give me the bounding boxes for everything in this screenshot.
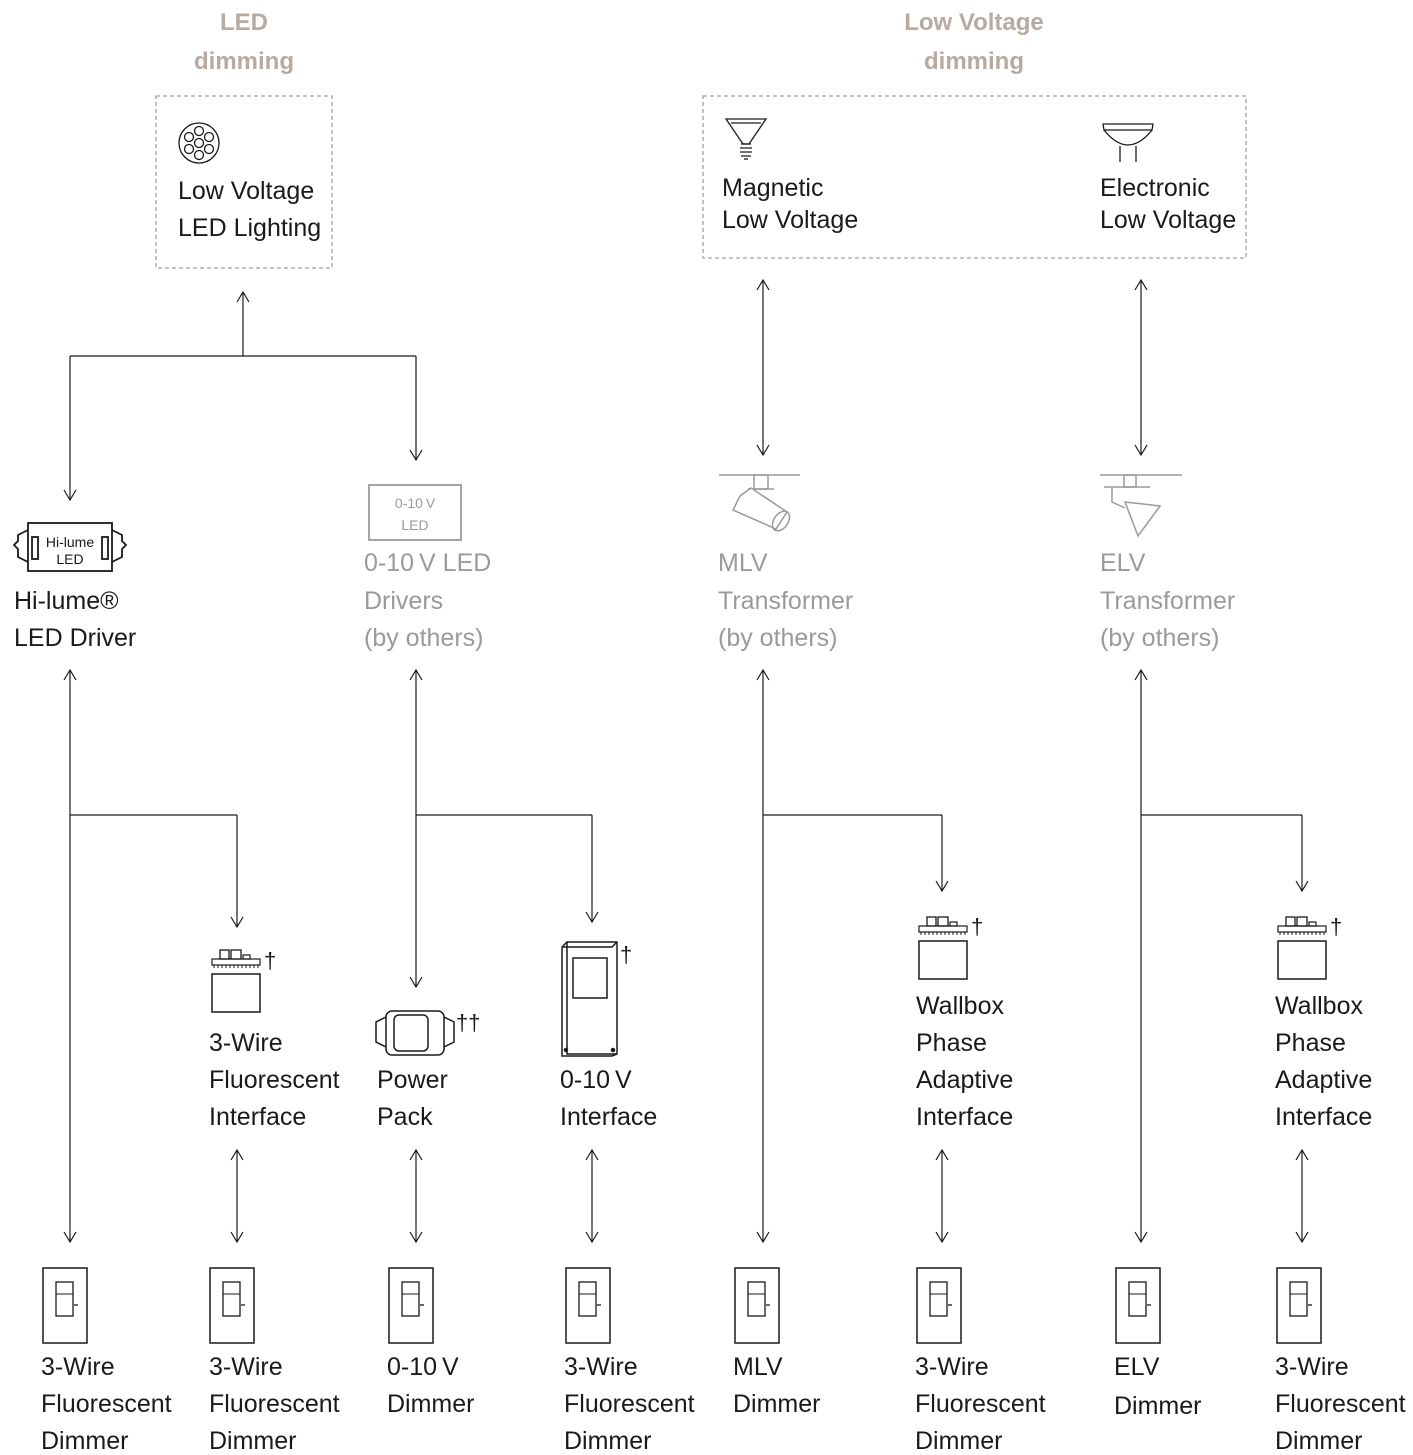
mlv-transformer-label-line1: MLV [718, 549, 768, 577]
interface-010-mark: † [620, 942, 632, 967]
hilume-driver-icon-text-line2: LED [56, 551, 83, 567]
dimmer-icon [565, 1267, 611, 1344]
dimmer-4-label-line2: Fluorescent [564, 1390, 695, 1418]
elv-transformer-label-line2: Transformer [1100, 587, 1235, 615]
led-array-icon [178, 122, 220, 164]
hilume-driver-label-line1: Hi-lume® [14, 587, 119, 615]
led-drivers-label-line3: (by others) [364, 624, 483, 652]
fluorescent-interface-label-line1: 3-Wire [209, 1029, 283, 1057]
phase-adaptive-1-label-line2: Phase [916, 1029, 987, 1057]
dimmer-8-label-line2: Fluorescent [1275, 1390, 1406, 1418]
electronic-load-label-line2: Low Voltage [1100, 206, 1236, 234]
dimmer-3-label-line2: Dimmer [387, 1390, 475, 1418]
dimmer-icon [388, 1267, 434, 1344]
connector-lines [63, 278, 1309, 1244]
hilume-driver-label-line2: LED Driver [14, 624, 136, 652]
led-drivers-label-line1: 0-10 V LED [364, 549, 491, 577]
fluorescent-interface-mark: † [264, 948, 276, 973]
dimmer-icon [734, 1267, 780, 1344]
led-driver-box-text-line1: 0-10 V [395, 495, 436, 511]
dimmer-2-label-line1: 3-Wire [209, 1353, 283, 1381]
mlv-transformer-label-line2: Transformer [718, 587, 853, 615]
low-voltage-dimming-heading-line1: Low Voltage [904, 9, 1044, 36]
electronic-load-label-line1: Electronic [1100, 174, 1210, 202]
dimmer-icon [42, 1267, 88, 1344]
led-driver-box-text-line2: LED [401, 517, 428, 533]
dimmer-icon [209, 1267, 255, 1344]
phase-adaptive-2-label-line1: Wallbox [1275, 992, 1363, 1020]
led-dimming-heading-line1: LED [220, 9, 268, 36]
dimmer-2-label-line2: Fluorescent [209, 1390, 340, 1418]
led-dimming-heading-line2: dimming [194, 48, 294, 75]
phase-adaptive-2-label-line4: Interface [1275, 1103, 1372, 1131]
dimmer-6-label-line2: Fluorescent [915, 1390, 1046, 1418]
dimmer-8-label-line1: 3-Wire [1275, 1353, 1349, 1381]
phase-adaptive-2-mark: † [1330, 914, 1342, 939]
dimmer-3-label-line1: 0-10 V [387, 1353, 459, 1381]
wallbox-interface-icon [1277, 916, 1327, 980]
elv-transformer-label-line1: ELV [1100, 549, 1146, 577]
wallbox-interface-icon [211, 949, 261, 1013]
power-pack-label-line1: Power [377, 1066, 448, 1094]
phase-adaptive-1-label-line3: Adaptive [916, 1066, 1013, 1094]
led-load-box [155, 95, 333, 269]
power-pack-label-line2: Pack [377, 1103, 433, 1131]
track-head-cylinder-icon [719, 474, 800, 532]
mr16-magnetic-lamp-icon [724, 118, 768, 160]
power-pack-mark: †† [456, 1010, 480, 1035]
dimmer-7-label-line2: Dimmer [1114, 1392, 1202, 1420]
power-pack-icon [375, 1010, 455, 1056]
dimmer-2-label-line3: Dimmer [209, 1427, 297, 1455]
low-voltage-dimming-heading-line2: dimming [924, 48, 1024, 75]
dimmer-7-label-line1: ELV [1114, 1353, 1160, 1381]
dimmer-4-label-line1: 3-Wire [564, 1353, 638, 1381]
led-driver-box-icon [368, 484, 462, 541]
magnetic-load-label-line2: Low Voltage [722, 206, 858, 234]
track-head-cone-icon [1100, 474, 1182, 538]
hilume-driver-icon [12, 522, 128, 572]
phase-adaptive-1-mark: † [971, 914, 983, 939]
fluorescent-interface-label-line3: Interface [209, 1103, 306, 1131]
dimmer-icon [1276, 1267, 1322, 1344]
dimmer-8-label-line3: Dimmer [1275, 1427, 1363, 1455]
dimmer-icon [1115, 1267, 1161, 1344]
dimmer-6-label-line3: Dimmer [915, 1427, 1003, 1455]
hilume-driver-icon-text-line1: Hi-lume [46, 534, 94, 550]
fluorescent-interface-label-line2: Fluorescent [209, 1066, 340, 1094]
interface-010-label-line1: 0-10 V [560, 1066, 632, 1094]
phase-adaptive-2-label-line3: Adaptive [1275, 1066, 1372, 1094]
elv-transformer-label-line3: (by others) [1100, 624, 1219, 652]
dimmer-1-label-line1: 3-Wire [41, 1353, 115, 1381]
interface-panel-icon [561, 941, 618, 1057]
wallbox-interface-icon [918, 916, 968, 980]
dimmer-1-label-line3: Dimmer [41, 1427, 129, 1455]
magnetic-load-label-line1: Magnetic [722, 174, 823, 202]
dimmer-6-label-line1: 3-Wire [915, 1353, 989, 1381]
phase-adaptive-1-label-line4: Interface [916, 1103, 1013, 1131]
led-drivers-label-line2: Drivers [364, 587, 443, 615]
dimmer-5-label-line1: MLV [733, 1353, 783, 1381]
low-voltage-load-box [702, 95, 1247, 259]
phase-adaptive-2-label-line2: Phase [1275, 1029, 1346, 1057]
interface-010-label-line2: Interface [560, 1103, 657, 1131]
led-load-label-line2: LED Lighting [178, 214, 321, 242]
mr16-electronic-lamp-icon [1102, 123, 1154, 162]
dimmer-5-label-line2: Dimmer [733, 1390, 821, 1418]
dimmer-4-label-line3: Dimmer [564, 1427, 652, 1455]
mlv-transformer-label-line3: (by others) [718, 624, 837, 652]
led-load-label-line1: Low Voltage [178, 177, 314, 205]
dimmer-1-label-line2: Fluorescent [41, 1390, 172, 1418]
phase-adaptive-1-label-line1: Wallbox [916, 992, 1004, 1020]
dimmer-icon [916, 1267, 962, 1344]
